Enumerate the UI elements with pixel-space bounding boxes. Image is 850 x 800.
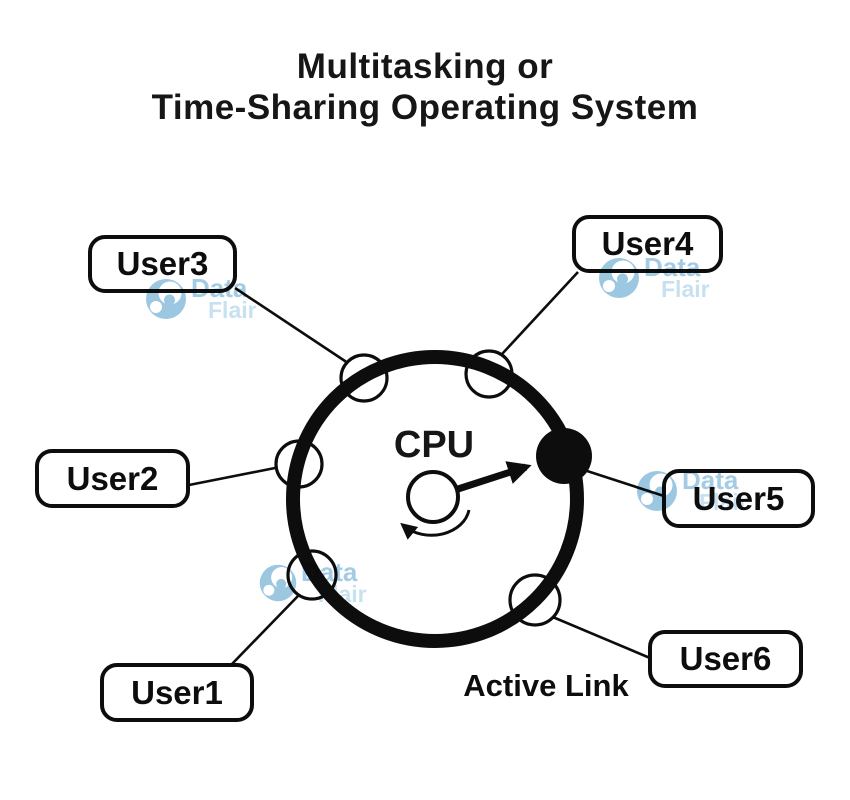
cpu-ring [286, 350, 584, 648]
page-title: Multitasking or Time-Sharing Operating S… [0, 46, 850, 128]
cpu-label: CPU [394, 424, 474, 466]
user1-box: User1 [100, 663, 254, 722]
connector-user5 [583, 468, 665, 498]
connector-user2 [188, 465, 281, 487]
connector-user1 [231, 595, 299, 665]
page-title-line1: Multitasking or [296, 47, 554, 86]
connector-lines [188, 271, 665, 665]
user6-box: User6 [648, 630, 803, 688]
cpu-hub-circle [406, 470, 460, 524]
user2-box: User2 [35, 449, 190, 508]
connector-user6 [547, 613, 651, 660]
active-link-dot [536, 428, 592, 484]
user3-box: User3 [88, 235, 237, 293]
rotation-arrow-icon [400, 509, 471, 540]
active-link-arrow-icon [456, 461, 532, 493]
user4-box: User4 [572, 215, 723, 273]
connector-user4 [489, 271, 579, 368]
active-link-label: Active Link [463, 668, 629, 703]
user5-box: User5 [662, 469, 815, 528]
connector-user3 [234, 286, 364, 375]
page-title-line2: Time-Sharing Operating System [151, 88, 699, 127]
